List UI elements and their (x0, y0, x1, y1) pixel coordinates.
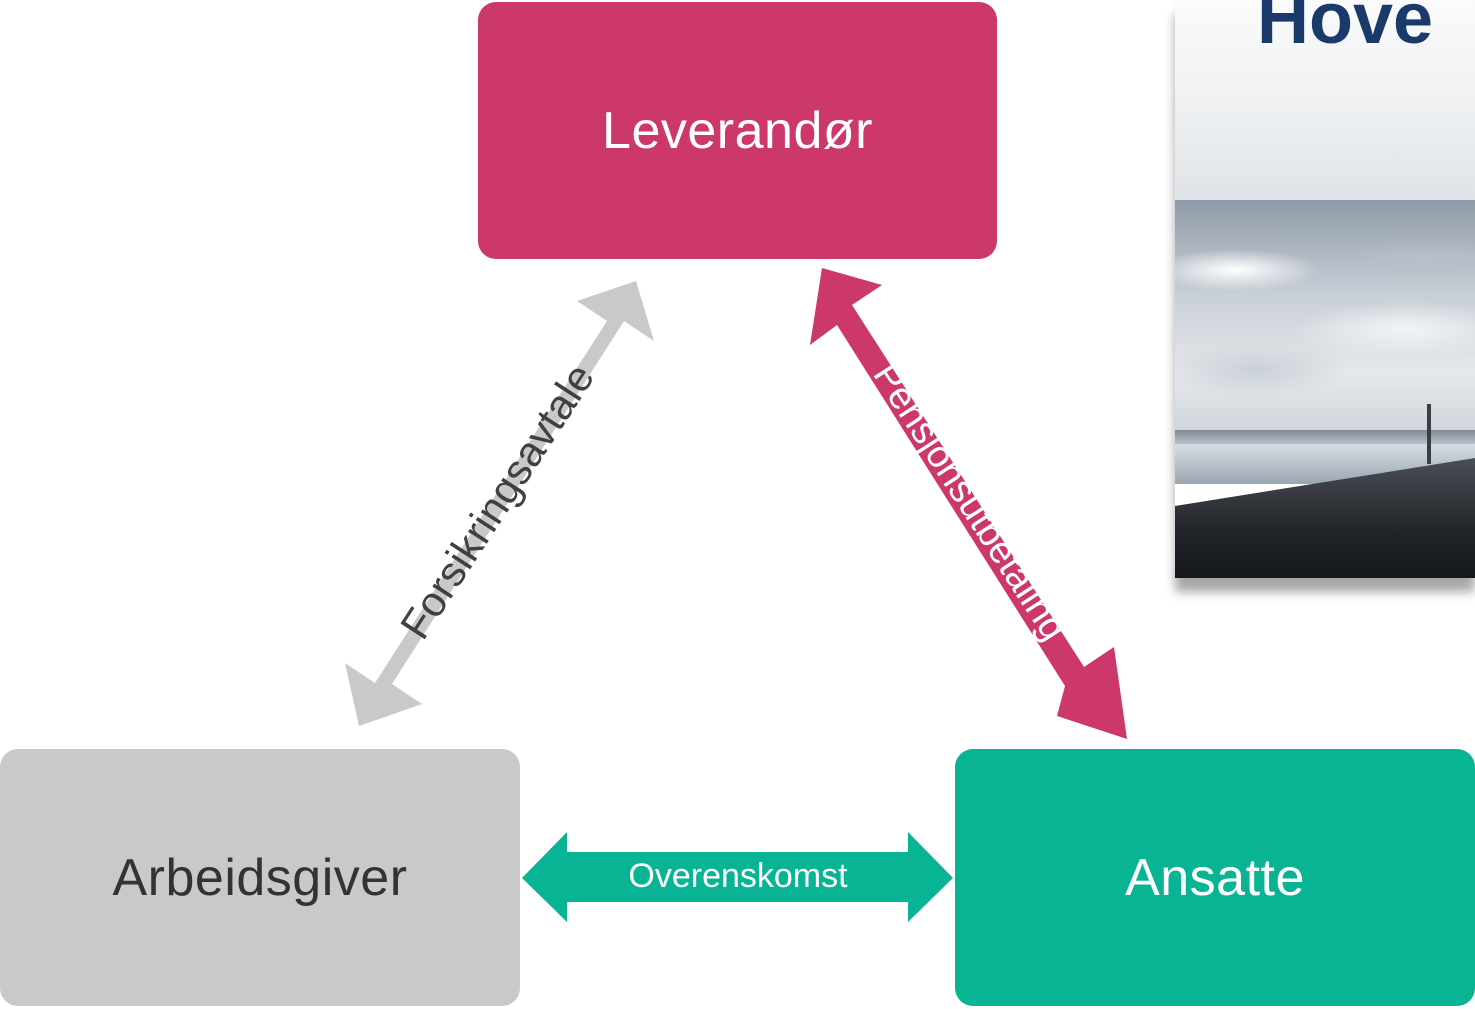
forsikringsavtale-arrow: Forsikringsavtale (345, 281, 654, 726)
photo-sky-top (1175, 0, 1475, 200)
coastal-photo: Hove (1175, 0, 1475, 578)
pensjonsutbetaling-arrow-shape (810, 268, 1127, 739)
photo-horizon (1175, 430, 1475, 444)
forsikringsavtale-arrow-shape (345, 281, 654, 726)
overenskomst-arrow-shape (522, 832, 953, 922)
pensjonsutbetaling-arrow: Pensjonsutbetaling (810, 268, 1127, 739)
forsikringsavtale-label: Forsikringsavtale (391, 355, 603, 647)
overenskomst-arrow: Overenskomst (522, 832, 953, 922)
node-ansatte: Ansatte (955, 749, 1475, 1006)
node-leverandor-label: Leverandør (602, 101, 873, 160)
node-arbeidsgiver: Arbeidsgiver (0, 749, 520, 1006)
photo-pole (1427, 404, 1431, 464)
photo-cloudy-sky (1175, 200, 1475, 432)
pensjonsutbetaling-label: Pensjonsutbetaling (865, 356, 1075, 648)
photo-title: Hove (1257, 0, 1434, 59)
overenskomst-label: Overenskomst (628, 857, 848, 895)
node-arbeidsgiver-label: Arbeidsgiver (112, 848, 408, 907)
node-ansatte-label: Ansatte (1125, 848, 1305, 907)
node-leverandor: Leverandør (478, 2, 997, 259)
